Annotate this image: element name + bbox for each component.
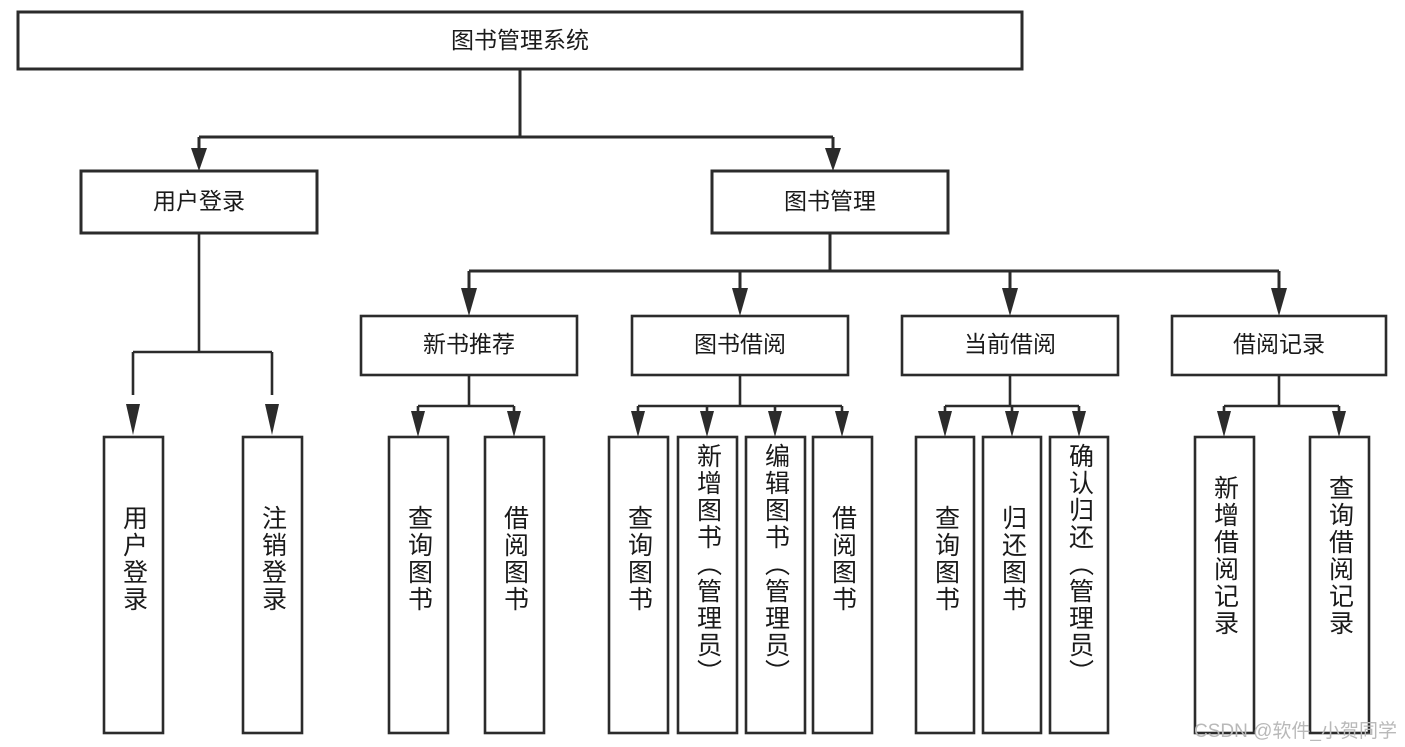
node-current-borrow-label: 当前借阅 [964, 331, 1056, 357]
leaf-box-query-record[interactable] [1308, 435, 1371, 735]
leaf-boxes [102, 435, 1371, 735]
csdn-watermark: CSDN @软件_小贺同学 [1194, 721, 1397, 742]
leaf-box-user-login[interactable] [102, 435, 165, 735]
leaf-box-query-book-1[interactable] [387, 435, 450, 735]
node-book-borrow[interactable]: 图书借阅 [630, 314, 850, 377]
node-new-book-recommend-label: 新书推荐 [423, 331, 515, 357]
node-book-manage-label: 图书管理 [784, 188, 876, 214]
leaf-box-add-record[interactable] [1193, 435, 1256, 735]
leaf-box-borrow-book-2[interactable] [811, 435, 874, 735]
node-current-borrow[interactable]: 当前借阅 [900, 314, 1120, 377]
connectors-root-to-level2 [191, 69, 841, 171]
connectors-newbook-to-leaves [411, 375, 521, 437]
node-root-label: 图书管理系统 [451, 27, 589, 53]
node-borrow-record[interactable]: 借阅记录 [1170, 314, 1388, 377]
connectors-bookmanage-to-level3 [461, 233, 1287, 316]
node-book-manage[interactable]: 图书管理 [710, 169, 950, 235]
connectors-currentborrow-to-leaves [938, 375, 1086, 437]
connectors-userlogin-to-leaves [126, 233, 279, 435]
node-borrow-record-label: 借阅记录 [1233, 331, 1325, 357]
leaf-box-add-book[interactable] [676, 435, 739, 735]
connectors-bookborrow-to-leaves [631, 375, 849, 437]
leaf-box-user-logout[interactable] [241, 435, 304, 735]
leaf-box-query-book-2[interactable] [607, 435, 670, 735]
node-book-borrow-label: 图书借阅 [694, 331, 786, 357]
leaf-box-borrow-book-1[interactable] [483, 435, 546, 735]
node-root[interactable]: 图书管理系统 [16, 10, 1024, 71]
leaf-box-return-book[interactable] [981, 435, 1043, 735]
node-user-login-label: 用户登录 [153, 188, 245, 214]
node-user-login[interactable]: 用户登录 [79, 169, 319, 235]
leaf-box-edit-book[interactable] [744, 435, 807, 735]
node-new-book-recommend[interactable]: 新书推荐 [359, 314, 579, 377]
leaf-box-query-book-3[interactable] [914, 435, 976, 735]
connectors-borrowrecord-to-leaves [1217, 375, 1346, 437]
leaf-box-confirm-return[interactable] [1048, 435, 1110, 735]
